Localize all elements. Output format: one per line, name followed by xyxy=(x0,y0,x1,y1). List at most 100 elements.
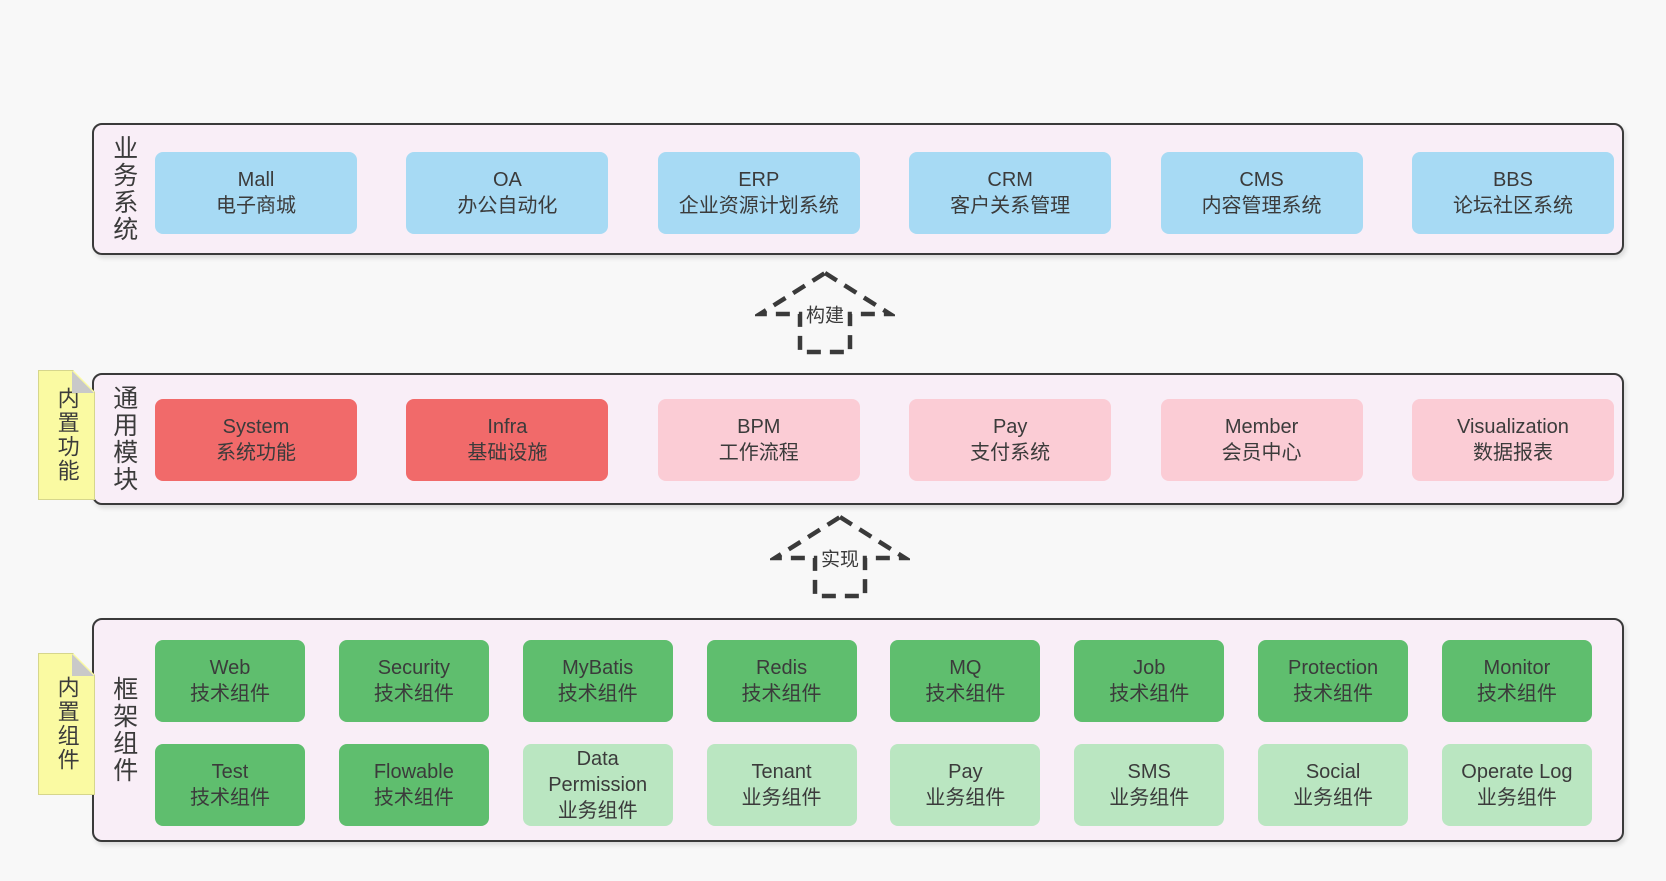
components-row-2: Test 技术组件 Flowable 技术组件 Data Permission … xyxy=(155,744,1592,826)
business-box-erp: ERP 企业资源计划系统 xyxy=(657,152,860,234)
box-title: Social xyxy=(1305,761,1361,783)
component-box-flowable: Flowable 技术组件 xyxy=(338,744,489,826)
box-title: Security xyxy=(377,657,450,679)
band-common-modules: 通用模块 System 系统功能 Infra 基础设施 BPM 工作流程 Pay… xyxy=(92,373,1624,505)
business-box-oa: OA 办公自动化 xyxy=(406,152,609,234)
box-title: OA xyxy=(492,169,522,191)
business-box-cms: CMS 内容管理系统 xyxy=(1160,152,1363,234)
component-box-protection: Protection 技术组件 xyxy=(1258,640,1409,722)
box-title: Protection xyxy=(1288,657,1379,679)
band-business-systems: 业务系统 Mall 电子商城 OA 办公自动化 ERP 企业资源计划系统 CRM… xyxy=(92,123,1624,255)
box-title: Member xyxy=(1224,416,1299,438)
box-title: Job xyxy=(1133,657,1166,679)
box-subtitle: 技术组件 xyxy=(373,787,454,809)
modules-row: System 系统功能 Infra 基础设施 BPM 工作流程 Pay 支付系统… xyxy=(155,399,1614,481)
component-box-tenant: Tenant 业务组件 xyxy=(706,744,857,826)
component-box-redis: Redis 技术组件 xyxy=(706,640,857,722)
module-box-member: Member 会员中心 xyxy=(1160,399,1363,481)
business-box-mall: Mall 电子商城 xyxy=(155,152,357,234)
box-subtitle: 基础设施 xyxy=(467,442,548,464)
box-subtitle: 技术组件 xyxy=(557,683,638,705)
arrow-implement-label: 实现 xyxy=(817,543,863,573)
business-box-bbs: BBS 论坛社区系统 xyxy=(1411,152,1614,234)
band-components-label: 框架组件 xyxy=(109,676,138,784)
band-framework-components: 框架组件 Web 技术组件 Security 技术组件 MyBatis 技术组件… xyxy=(92,618,1624,842)
component-box-social: Social 业务组件 xyxy=(1258,744,1409,826)
box-subtitle: 技术组件 xyxy=(741,683,822,705)
module-box-pay: Pay 支付系统 xyxy=(909,399,1112,481)
up-arrow-implement: 实现 xyxy=(770,514,910,599)
component-box-security: Security 技术组件 xyxy=(338,640,489,722)
component-box-web: Web 技术组件 xyxy=(155,640,305,722)
box-title: Web xyxy=(209,657,251,679)
module-box-bpm: BPM 工作流程 xyxy=(657,399,860,481)
box-title: Redis xyxy=(755,657,808,679)
component-box-pay: Pay 业务组件 xyxy=(890,744,1041,826)
up-arrow-build: 构建 xyxy=(755,270,895,355)
component-box-data-permission: Data Permission 业务组件 xyxy=(522,744,673,826)
component-box-monitor: Monitor 技术组件 xyxy=(1441,640,1592,722)
box-subtitle: 业务组件 xyxy=(741,787,822,809)
box-subtitle: 办公自动化 xyxy=(457,195,558,217)
sticky-note-builtin-components: 内置组件 xyxy=(38,653,95,795)
box-subtitle: 业务组件 xyxy=(557,800,638,822)
box-title: Flowable xyxy=(373,761,454,783)
note-fold-corner xyxy=(72,371,94,393)
component-box-test: Test 技术组件 xyxy=(155,744,305,826)
box-title: Pay xyxy=(948,761,983,783)
arrow-build-label: 构建 xyxy=(802,299,848,329)
box-subtitle: 技术组件 xyxy=(1293,683,1374,705)
note-fold-corner xyxy=(72,654,94,676)
box-title: Test xyxy=(211,761,249,783)
box-title: CRM xyxy=(987,169,1033,191)
module-box-system: System 系统功能 xyxy=(155,399,357,481)
box-subtitle: 业务组件 xyxy=(1476,787,1557,809)
box-subtitle: 业务组件 xyxy=(925,787,1006,809)
component-box-sms: SMS 业务组件 xyxy=(1074,744,1225,826)
box-title: SMS xyxy=(1127,761,1171,783)
component-box-mybatis: MyBatis 技术组件 xyxy=(522,640,673,722)
component-box-operate-log: Operate Log 业务组件 xyxy=(1441,744,1592,826)
box-subtitle: 数据报表 xyxy=(1472,442,1553,464)
box-subtitle: 业务组件 xyxy=(1293,787,1374,809)
module-box-visualization: Visualization 数据报表 xyxy=(1411,399,1614,481)
box-subtitle: 工作流程 xyxy=(718,442,799,464)
box-subtitle: 会员中心 xyxy=(1221,442,1302,464)
box-subtitle: 技术组件 xyxy=(1476,683,1557,705)
box-subtitle: 业务组件 xyxy=(1109,787,1190,809)
box-title: Operate Log xyxy=(1461,761,1573,783)
box-title: Infra xyxy=(487,416,528,438)
box-title: MQ xyxy=(949,657,982,679)
box-subtitle: 技术组件 xyxy=(373,683,454,705)
band-business-label: 业务系统 xyxy=(109,135,138,243)
box-title: Visualization xyxy=(1456,416,1569,438)
box-subtitle: 内容管理系统 xyxy=(1201,195,1322,217)
components-row-1: Web 技术组件 Security 技术组件 MyBatis 技术组件 Redi… xyxy=(155,640,1592,722)
box-subtitle: 客户关系管理 xyxy=(950,195,1071,217)
box-title: MyBatis xyxy=(562,657,634,679)
band-modules-label: 通用模块 xyxy=(109,385,138,493)
box-title: Data Permission xyxy=(548,748,648,796)
note-text: 内置功能 xyxy=(54,387,80,483)
component-box-job: Job 技术组件 xyxy=(1074,640,1225,722)
box-subtitle: 支付系统 xyxy=(970,442,1051,464)
component-box-mq: MQ 技术组件 xyxy=(890,640,1041,722)
module-box-infra: Infra 基础设施 xyxy=(406,399,609,481)
box-subtitle: 技术组件 xyxy=(190,683,270,705)
note-text: 内置组件 xyxy=(54,676,80,772)
box-subtitle: 企业资源计划系统 xyxy=(678,195,839,217)
box-title: BBS xyxy=(1492,169,1533,191)
box-subtitle: 论坛社区系统 xyxy=(1452,195,1573,217)
box-subtitle: 系统功能 xyxy=(216,442,296,464)
box-subtitle: 技术组件 xyxy=(925,683,1006,705)
business-box-crm: CRM 客户关系管理 xyxy=(909,152,1112,234)
dashed-up-arrow-icon xyxy=(755,270,895,355)
box-title: Monitor xyxy=(1483,657,1551,679)
box-title: CMS xyxy=(1239,169,1284,191)
dashed-up-arrow-icon xyxy=(770,514,910,599)
box-title: BPM xyxy=(737,416,781,438)
box-subtitle: 电子商城 xyxy=(216,195,296,217)
box-title: System xyxy=(222,416,290,438)
sticky-note-builtin-features: 内置功能 xyxy=(38,370,95,500)
